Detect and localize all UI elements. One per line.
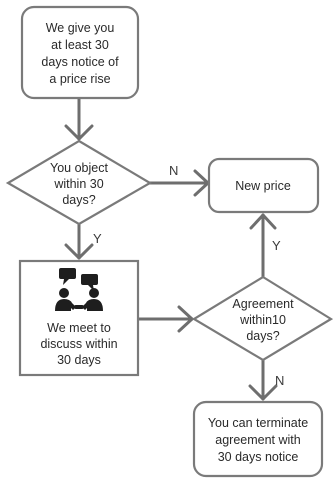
arrowhead-notice-to-object	[64, 124, 94, 141]
arrowhead-object-to-meet	[64, 243, 94, 260]
node-new-price-label: New price	[235, 179, 291, 193]
edge-label-object-yes: Y	[93, 231, 102, 246]
node-agreement-line-1: Agreement	[232, 297, 294, 311]
node-object-line-1: You object	[50, 161, 108, 175]
arrowhead-agreement-to-terminate	[248, 384, 278, 401]
arrowhead-agreement-to-newprice	[249, 213, 277, 230]
node-agreement-line-3: days?	[246, 329, 279, 343]
node-notice-line-2: at least 30	[51, 38, 109, 52]
meeting-people-icon	[55, 268, 103, 311]
edge-label-agreement-yes: Y	[272, 238, 281, 253]
node-agreement-line-2: within10	[239, 313, 286, 327]
node-notice-line-3: days notice of	[41, 55, 119, 69]
node-meet-line-2: discuss within	[40, 337, 117, 351]
node-object-decision: You object within 30 days?	[5, 139, 153, 226]
node-terminate-line-2: agreement with	[215, 433, 301, 447]
node-meet-line-3: 30 days	[57, 353, 101, 367]
node-notice-line-1: We give you	[46, 21, 115, 35]
node-object-line-3: days?	[62, 193, 95, 207]
node-notice: We give you at least 30 days notice of a…	[20, 5, 140, 100]
connectors	[64, 96, 278, 401]
node-object-line-2: within 30	[53, 177, 103, 191]
edge-label-agreement-no: N	[275, 373, 284, 388]
node-new-price: New price	[207, 157, 320, 214]
node-meet: We meet to discuss within 30 days	[18, 259, 140, 377]
node-terminate-line-3: 30 days notice	[218, 450, 299, 464]
edge-label-object-no: N	[169, 163, 178, 178]
node-terminate: You can terminate agreement with 30 days…	[192, 400, 324, 478]
node-notice-line-4: a price rise	[49, 72, 110, 86]
node-agreement-decision: Agreement within10 days?	[191, 275, 333, 362]
node-meet-line-1: We meet to	[47, 321, 111, 335]
node-terminate-line-1: You can terminate	[208, 416, 308, 430]
